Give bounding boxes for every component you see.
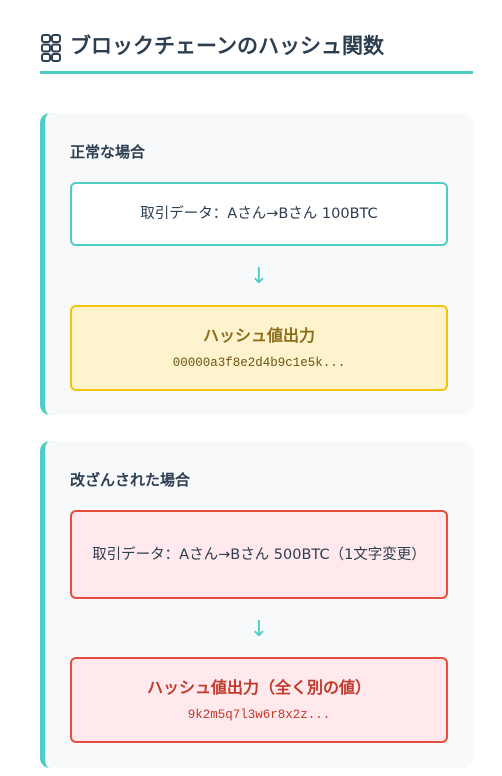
tampered-hash-value: 9k2m5q7l3w6r8x2z... — [187, 707, 331, 722]
chain-link-icon — [40, 34, 62, 62]
normal-hash-label: ハッシュ値出力 — [202, 325, 315, 345]
tampered-transaction-box: 取引データ：Aさん→Bさん 500BTC（1文字変更） — [70, 510, 448, 599]
normal-case-panel: 正常な場合 取引データ：Aさん→Bさん 100BTC ↓ ハッシュ値出力 000… — [40, 113, 473, 415]
normal-hash-box: ハッシュ値出力 00000a3f8e2d4b9c1e5k... — [70, 305, 448, 391]
tampered-case-panel: 改ざんされた場合 取引データ：Aさん→Bさん 500BTC（1文字変更） ↓ ハ… — [40, 441, 473, 768]
normal-transaction-text: 取引データ：Aさん→Bさん 100BTC — [140, 206, 378, 222]
tampered-hash-label: ハッシュ値出力（全く別の値） — [146, 677, 371, 697]
tampered-case-title: 改ざんされた場合 — [70, 471, 191, 489]
normal-transaction-box: 取引データ：Aさん→Bさん 100BTC — [70, 182, 448, 246]
down-arrow-icon: ↓ — [249, 617, 269, 642]
normal-case-title: 正常な場合 — [70, 143, 146, 161]
tampered-transaction-text: 取引データ：Aさん→Bさん 500BTC（1文字変更） — [92, 546, 426, 563]
down-arrow-icon: ↓ — [249, 264, 269, 289]
page-title: ブロックチェーンのハッシュ関数 — [70, 34, 384, 58]
tampered-hash-box: ハッシュ値出力（全く別の値） 9k2m5q7l3w6r8x2z... — [70, 657, 448, 743]
page-header: ブロックチェーンのハッシュ関数 — [40, 28, 473, 74]
normal-hash-value: 00000a3f8e2d4b9c1e5k... — [172, 355, 346, 370]
